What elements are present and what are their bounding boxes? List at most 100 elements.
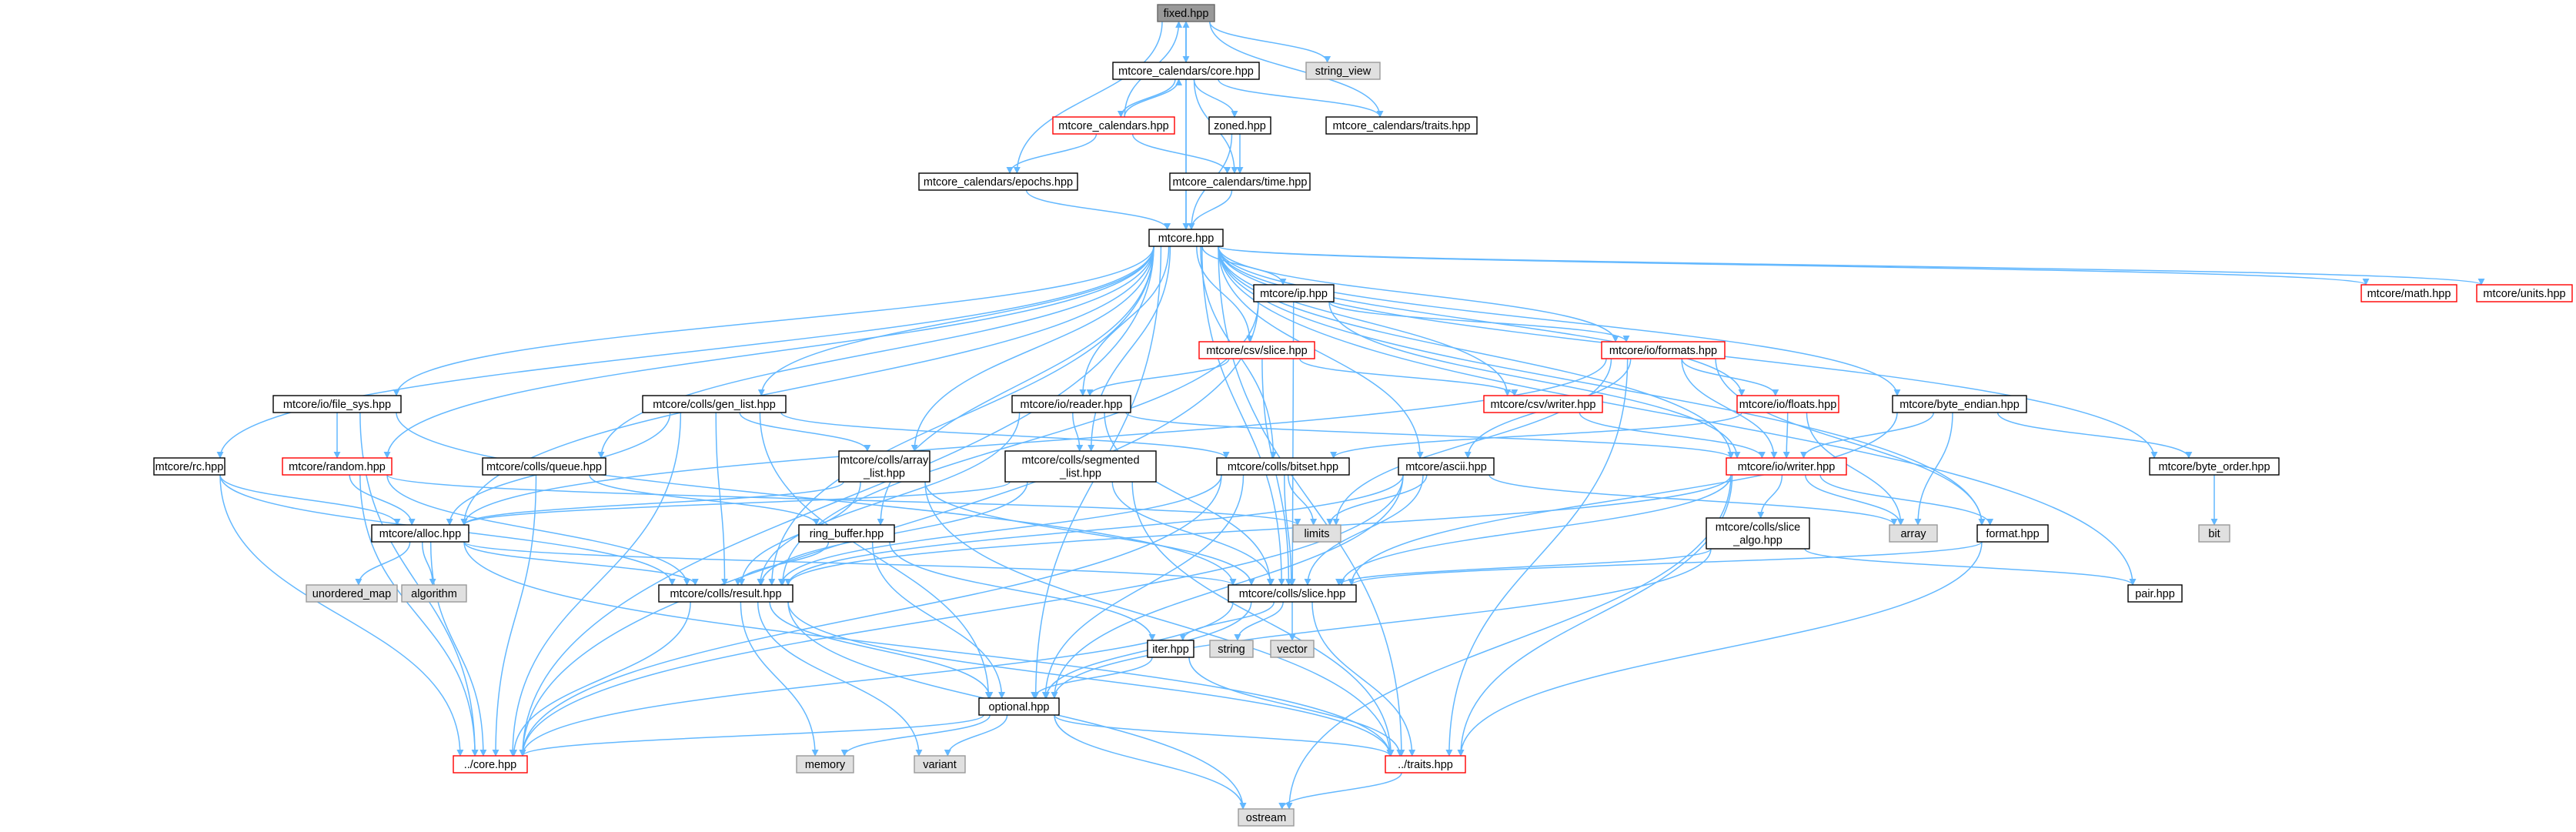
edge-iter-to-optional [1031, 657, 1153, 699]
node-box [306, 584, 398, 603]
edge-gen_list-to-bitset [780, 412, 1230, 459]
node-cal_time[interactable]: mtcore_calendars/time.hpp [1169, 172, 1311, 191]
node-label: mtcore/colls/gen_list.hpp [653, 399, 776, 411]
node-label: fixed.hpp [1164, 8, 1209, 20]
node-ip[interactable]: mtcore/ip.hpp [1253, 284, 1335, 302]
node-ascii[interactable]: mtcore/ascii.hpp [1398, 457, 1495, 476]
node-file_sys[interactable]: mtcore/io/file_sys.hpp [272, 395, 402, 413]
node-zoned[interactable]: zoned.hpp [1208, 116, 1271, 135]
node-mtcore[interactable]: mtcore.hpp [1148, 229, 1224, 247]
node-math[interactable]: mtcore/math.hpp [2360, 284, 2457, 302]
node-label: mtcore/math.hpp [2367, 288, 2451, 300]
edge-queue-to-ring_buffer [589, 474, 820, 526]
node-box [2476, 284, 2573, 302]
node-segmented[interactable]: mtcore/colls/segmented_list.hpp [1004, 450, 1157, 483]
node-formats[interactable]: mtcore/io/formats.hpp [1601, 341, 1726, 359]
node-unordered_map: unordered_map [306, 584, 398, 603]
node-label: mtcore_calendars/time.hpp [1173, 176, 1308, 189]
node-box [1706, 517, 1810, 550]
node-label: mtcore/csv/slice.hpp [1206, 345, 1307, 357]
node-bitset[interactable]: mtcore/colls/bitset.hpp [1216, 457, 1350, 476]
node-box [272, 395, 402, 413]
node-gen_list[interactable]: mtcore/colls/gen_list.hpp [642, 395, 787, 413]
node-box [1216, 457, 1350, 476]
node-box [1726, 457, 1847, 476]
node-box [978, 697, 1060, 716]
node-cal_traits[interactable]: mtcore_calendars/traits.hpp [1325, 116, 1478, 135]
node-random[interactable]: mtcore/random.hpp [282, 457, 393, 476]
node-traits[interactable]: ../traits.hpp [1385, 755, 1466, 774]
node-label: mtcore/colls/result.hpp [670, 588, 781, 600]
edge-optional-to-memory [840, 714, 991, 757]
node-box [1112, 62, 1260, 80]
node-epochs[interactable]: mtcore_calendars/epochs.hpp [918, 172, 1078, 191]
node-box [1157, 4, 1215, 22]
node-pair[interactable]: pair.hpp [2127, 584, 2183, 603]
node-reader[interactable]: mtcore/io/reader.hpp [1011, 395, 1131, 413]
node-array_list[interactable]: mtcore/colls/array_list.hpp [838, 450, 931, 483]
edge-slice-to-traits [1311, 601, 1416, 757]
node-slice_algo[interactable]: mtcore/colls/slice_algo.hpp [1706, 517, 1810, 550]
node-cal_core[interactable]: mtcore_calendars/core.hpp [1112, 62, 1260, 80]
edge-result-to-memory [740, 601, 819, 757]
node-iter[interactable]: iter.hpp [1147, 640, 1194, 658]
node-box [798, 524, 895, 543]
node-io_writer[interactable]: mtcore/io/writer.hpp [1726, 457, 1847, 476]
edge-csv_slice-to-reader [1086, 358, 1230, 396]
edge-reader-to-io_writer [1125, 412, 1735, 459]
edge-bitset-to-result [777, 474, 1222, 586]
edge-mtcore-to-math [1218, 246, 2370, 286]
node-format[interactable]: format.hpp [1976, 524, 2049, 543]
node-label: ostream [1246, 812, 1286, 824]
node-label: zoned.hpp [1214, 120, 1266, 132]
node-ring_buffer[interactable]: ring_buffer.hpp [798, 524, 895, 543]
edge-mtcore-to-queue [597, 246, 1154, 459]
node-result[interactable]: mtcore/colls/result.hpp [658, 584, 794, 603]
edge-bitset-to-optional [1041, 474, 1245, 699]
edge-alloc-to-traits [463, 541, 1394, 757]
node-core[interactable]: ../core.hpp [453, 755, 528, 774]
node-byte_endian[interactable]: mtcore/byte_endian.hpp [1892, 395, 2027, 413]
edge-byte_endian-to-io_writer [1800, 412, 1934, 459]
node-label: mtcore/ascii.hpp [1405, 461, 1487, 473]
edge-mtcore-to-gen_list [757, 246, 1154, 396]
node-csv_writer[interactable]: mtcore/csv/writer.hpp [1483, 395, 1603, 413]
edge-optional-to-core [519, 714, 984, 757]
node-label: unordered_map [312, 588, 391, 600]
node-label: mtcore/colls/bitset.hpp [1228, 461, 1338, 473]
edge-gen_list-to-core [509, 412, 682, 757]
node-queue[interactable]: mtcore/colls/queue.hpp [482, 457, 606, 476]
node-box [1292, 524, 1341, 543]
node-limits: limits [1292, 524, 1341, 543]
node-byte_order[interactable]: mtcore/byte_order.hpp [2149, 457, 2280, 476]
node-floats[interactable]: mtcore/io/floats.hpp [1736, 395, 1839, 413]
edge-alloc-to-unordered_map [355, 541, 411, 586]
node-box [1147, 640, 1194, 658]
node-optional[interactable]: optional.hpp [978, 697, 1060, 716]
node-units[interactable]: mtcore/units.hpp [2476, 284, 2573, 302]
node-rc[interactable]: mtcore/rc.hpp [153, 457, 226, 476]
node-algorithm: algorithm [401, 584, 467, 603]
edge-bitset-to-core [519, 474, 1222, 757]
node-box [1198, 341, 1315, 359]
node-slice[interactable]: mtcore/colls/slice.hpp [1228, 584, 1357, 603]
edge-fixed-to-epochs [1013, 21, 1163, 174]
node-label: mtcore/colls/slice [1716, 522, 1800, 534]
node-string_view: string_view [1305, 62, 1381, 80]
edge-format-to-traits [1457, 541, 1983, 757]
node-csv_slice[interactable]: mtcore/csv/slice.hpp [1198, 341, 1315, 359]
edge-io_writer-to-slice [1338, 474, 1732, 586]
node-box [1976, 524, 2049, 543]
node-box [658, 584, 794, 603]
edge-optional-to-ostream [1054, 714, 1247, 810]
node-box [2360, 284, 2457, 302]
node-label: mtcore/colls/array [840, 455, 929, 467]
node-box [796, 755, 854, 774]
node-label: mtcore_calendars/epochs.hpp [924, 176, 1073, 189]
node-alloc[interactable]: mtcore/alloc.hpp [371, 524, 469, 543]
node-fixed[interactable]: fixed.hpp [1157, 4, 1215, 22]
edge-mtcore-to-reader [1079, 246, 1170, 396]
edge-byte_endian-to-array [1914, 412, 1953, 526]
node-box [1385, 755, 1466, 774]
node-cal[interactable]: mtcore_calendars.hpp [1052, 116, 1175, 135]
